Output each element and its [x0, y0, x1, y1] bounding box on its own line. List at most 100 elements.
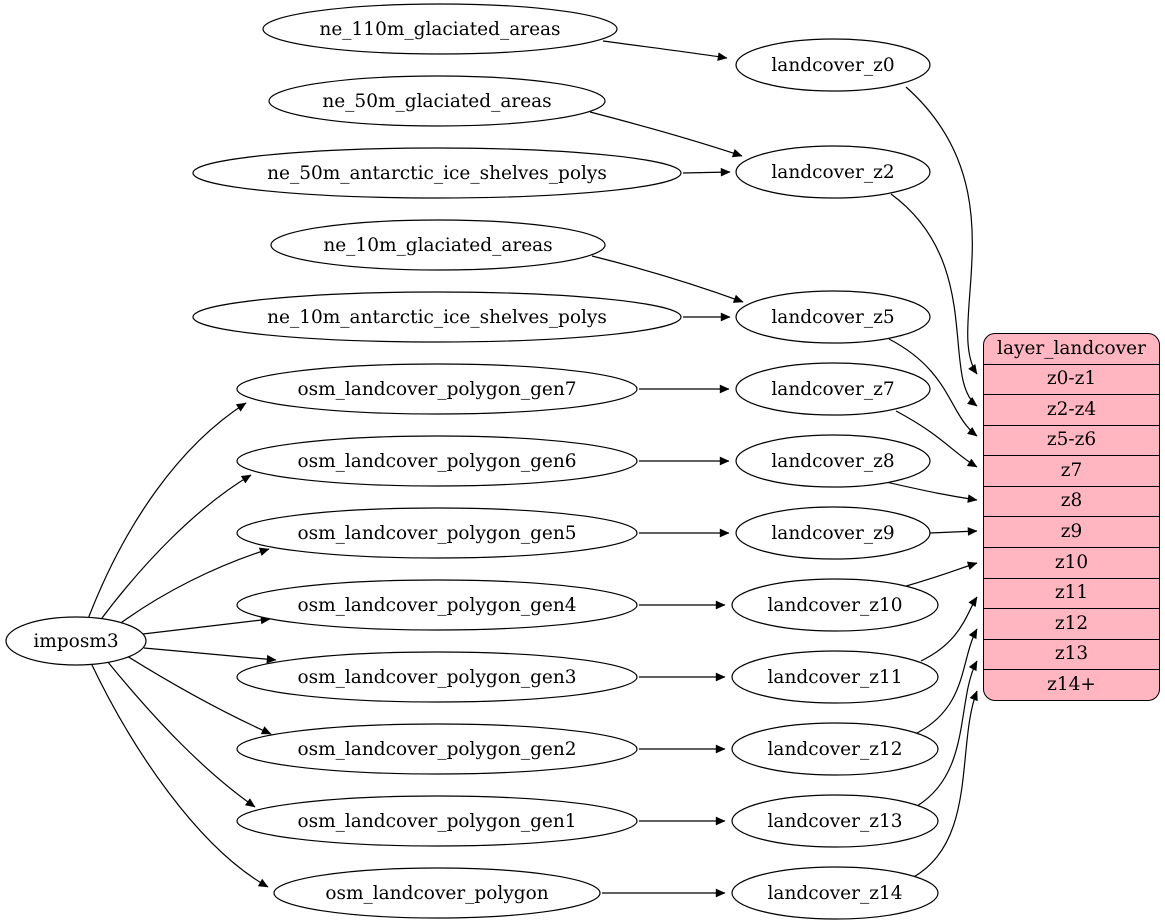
node-landcover-z8: landcover_z8 [735, 434, 931, 488]
edge-landcover-z9-to-row-z9 [929, 527, 978, 536]
node-ellipse [192, 147, 682, 199]
table-row-z2-z4: z2-z4 [984, 394, 1159, 425]
node-ellipse [268, 75, 606, 127]
table-row-z8: z8 [984, 485, 1159, 517]
node-osm-landcover-polygon-gen7: osm_landcover_polygon_gen7 [236, 363, 638, 415]
node-ellipse [731, 578, 939, 632]
table-row-z12: z12 [984, 608, 1159, 639]
node-ellipse [270, 219, 606, 271]
node-landcover-z2: landcover_z2 [735, 145, 931, 199]
node-landcover-z13: landcover_z13 [731, 794, 939, 848]
edge-imposm3-to-osm-landcover-polygon-gen6 [98, 474, 252, 623]
table-row-z14plus: z14+ [984, 669, 1159, 700]
node-label: osm_landcover_polygon_gen3 [297, 667, 576, 688]
node-ellipse [5, 616, 147, 666]
node-ellipse [236, 435, 638, 487]
edge-imposm3-to-osm-landcover-polygon-gen3 [143, 647, 277, 664]
edge-landcover-z7-to-row-z7 [895, 410, 978, 468]
node-ellipse [735, 38, 931, 92]
edge-ne-110m-glaciated-areas-to-landcover-z0 [602, 40, 728, 61]
node-landcover-z10: landcover_z10 [731, 578, 939, 632]
node-ellipse [735, 362, 931, 416]
node-osm-landcover-polygon: osm_landcover_polygon [273, 867, 601, 919]
node-ellipse [735, 506, 931, 560]
table-row-z7: z7 [984, 455, 1159, 486]
edge-landcover-z14-to-row-z14plus [911, 690, 978, 879]
node-osm-landcover-polygon-gen4: osm_landcover_polygon_gen4 [236, 579, 638, 631]
node-ellipse [731, 794, 939, 848]
edge-imposm3-to-osm-landcover-polygon-gen5 [113, 547, 270, 629]
table-row-z0-z1: z0-z1 [984, 363, 1159, 395]
node-landcover-z12: landcover_z12 [731, 722, 939, 776]
node-osm-landcover-polygon-gen1: osm_landcover_polygon_gen1 [236, 795, 638, 847]
node-label: osm_landcover_polygon_gen4 [297, 595, 576, 616]
table-row-z10: z10 [984, 547, 1159, 578]
node-ne-10m-glaciated-areas: ne_10m_glaciated_areas [270, 219, 606, 271]
node-ne-50m-glaciated-areas: ne_50m_glaciated_areas [268, 75, 606, 127]
node-label: landcover_z5 [771, 307, 894, 328]
node-label: ne_110m_glaciated_areas [319, 19, 560, 40]
node-ellipse [735, 434, 931, 488]
node-ne-110m-glaciated-areas: ne_110m_glaciated_areas [262, 3, 618, 55]
node-label: landcover_z2 [771, 162, 894, 183]
edge-imposm3-to-osm-landcover-polygon-gen4 [142, 615, 271, 635]
node-label: landcover_z0 [771, 55, 894, 76]
node-ellipse [731, 650, 939, 704]
edge-landcover-z12-to-row-z12 [916, 628, 978, 734]
edge-ne-50m-antarctic-ice-shelves-polys-to-landcover-z2 [682, 167, 731, 177]
node-landcover-z7: landcover_z7 [735, 362, 931, 416]
node-label: landcover_z9 [771, 523, 894, 544]
edge-landcover-z8-to-row-z8 [885, 481, 978, 503]
node-label: landcover_z14 [768, 883, 903, 904]
edge-imposm3-to-osm-landcover-polygon-gen1 [106, 660, 256, 808]
node-label: landcover_z13 [768, 811, 903, 832]
node-ellipse [192, 291, 682, 343]
node-ellipse [262, 3, 618, 55]
node-label: osm_landcover_polygon [325, 883, 548, 904]
node-label: imposm3 [33, 631, 118, 652]
node-label: landcover_z8 [771, 451, 894, 472]
edge-imposm3-to-osm-landcover-polygon [90, 662, 269, 888]
edge-ne-10m-glaciated-areas-to-landcover-z5 [591, 255, 744, 303]
node-ellipse [731, 722, 939, 776]
table-row-z9: z9 [984, 516, 1159, 547]
node-label: osm_landcover_polygon_gen7 [297, 379, 576, 400]
node-label: ne_50m_glaciated_areas [322, 91, 551, 112]
edge-landcover-z10-to-row-z10 [902, 561, 978, 588]
edge-landcover-z2-to-row-z2-z4 [890, 193, 978, 407]
table-row-z11: z11 [984, 577, 1159, 609]
table-row-z5-z6: z5-z6 [984, 424, 1159, 456]
node-landcover-z0: landcover_z0 [735, 38, 931, 92]
node-osm-landcover-polygon-gen3: osm_landcover_polygon_gen3 [236, 651, 638, 703]
node-label: landcover_z12 [768, 739, 903, 760]
node-label: osm_landcover_polygon_gen5 [297, 523, 576, 544]
node-landcover-z5: landcover_z5 [735, 290, 931, 344]
node-ellipse [735, 145, 931, 199]
node-ellipse [236, 795, 638, 847]
node-osm-landcover-polygon-gen2: osm_landcover_polygon_gen2 [236, 723, 638, 775]
node-ne-10m-antarctic-ice-shelves-polys: ne_10m_antarctic_ice_shelves_polys [192, 291, 682, 343]
node-ellipse [236, 507, 638, 559]
node-osm-landcover-polygon-gen5: osm_landcover_polygon_gen5 [236, 507, 638, 559]
node-label: osm_landcover_polygon_gen2 [297, 739, 576, 760]
node-label: ne_10m_glaciated_areas [323, 235, 552, 256]
node-ellipse [236, 579, 638, 631]
node-label: ne_50m_antarctic_ice_shelves_polys [267, 163, 607, 184]
layer-landcover-table: layer_landcover z0-z1 z2-z4 z5-z6 z7 z8 … [983, 333, 1160, 701]
edge-landcover-z0-to-row-z0-z1 [905, 86, 978, 375]
edge-ne-50m-glaciated-areas-to-landcover-z2 [589, 111, 743, 158]
node-ellipse [731, 866, 939, 920]
node-ellipse [236, 363, 638, 415]
node-ellipse [236, 723, 638, 775]
edge-imposm3-to-osm-landcover-polygon-gen7 [87, 402, 247, 620]
edge-landcover-z13-to-row-z13 [916, 660, 978, 807]
node-label: ne_10m_antarctic_ice_shelves_polys [267, 307, 607, 328]
node-label: landcover_z10 [768, 595, 903, 616]
node-landcover-z14: landcover_z14 [731, 866, 939, 920]
node-ellipse [273, 867, 601, 919]
node-ellipse [236, 651, 638, 703]
node-ellipse [735, 290, 931, 344]
node-label: osm_landcover_polygon_gen6 [297, 451, 576, 472]
